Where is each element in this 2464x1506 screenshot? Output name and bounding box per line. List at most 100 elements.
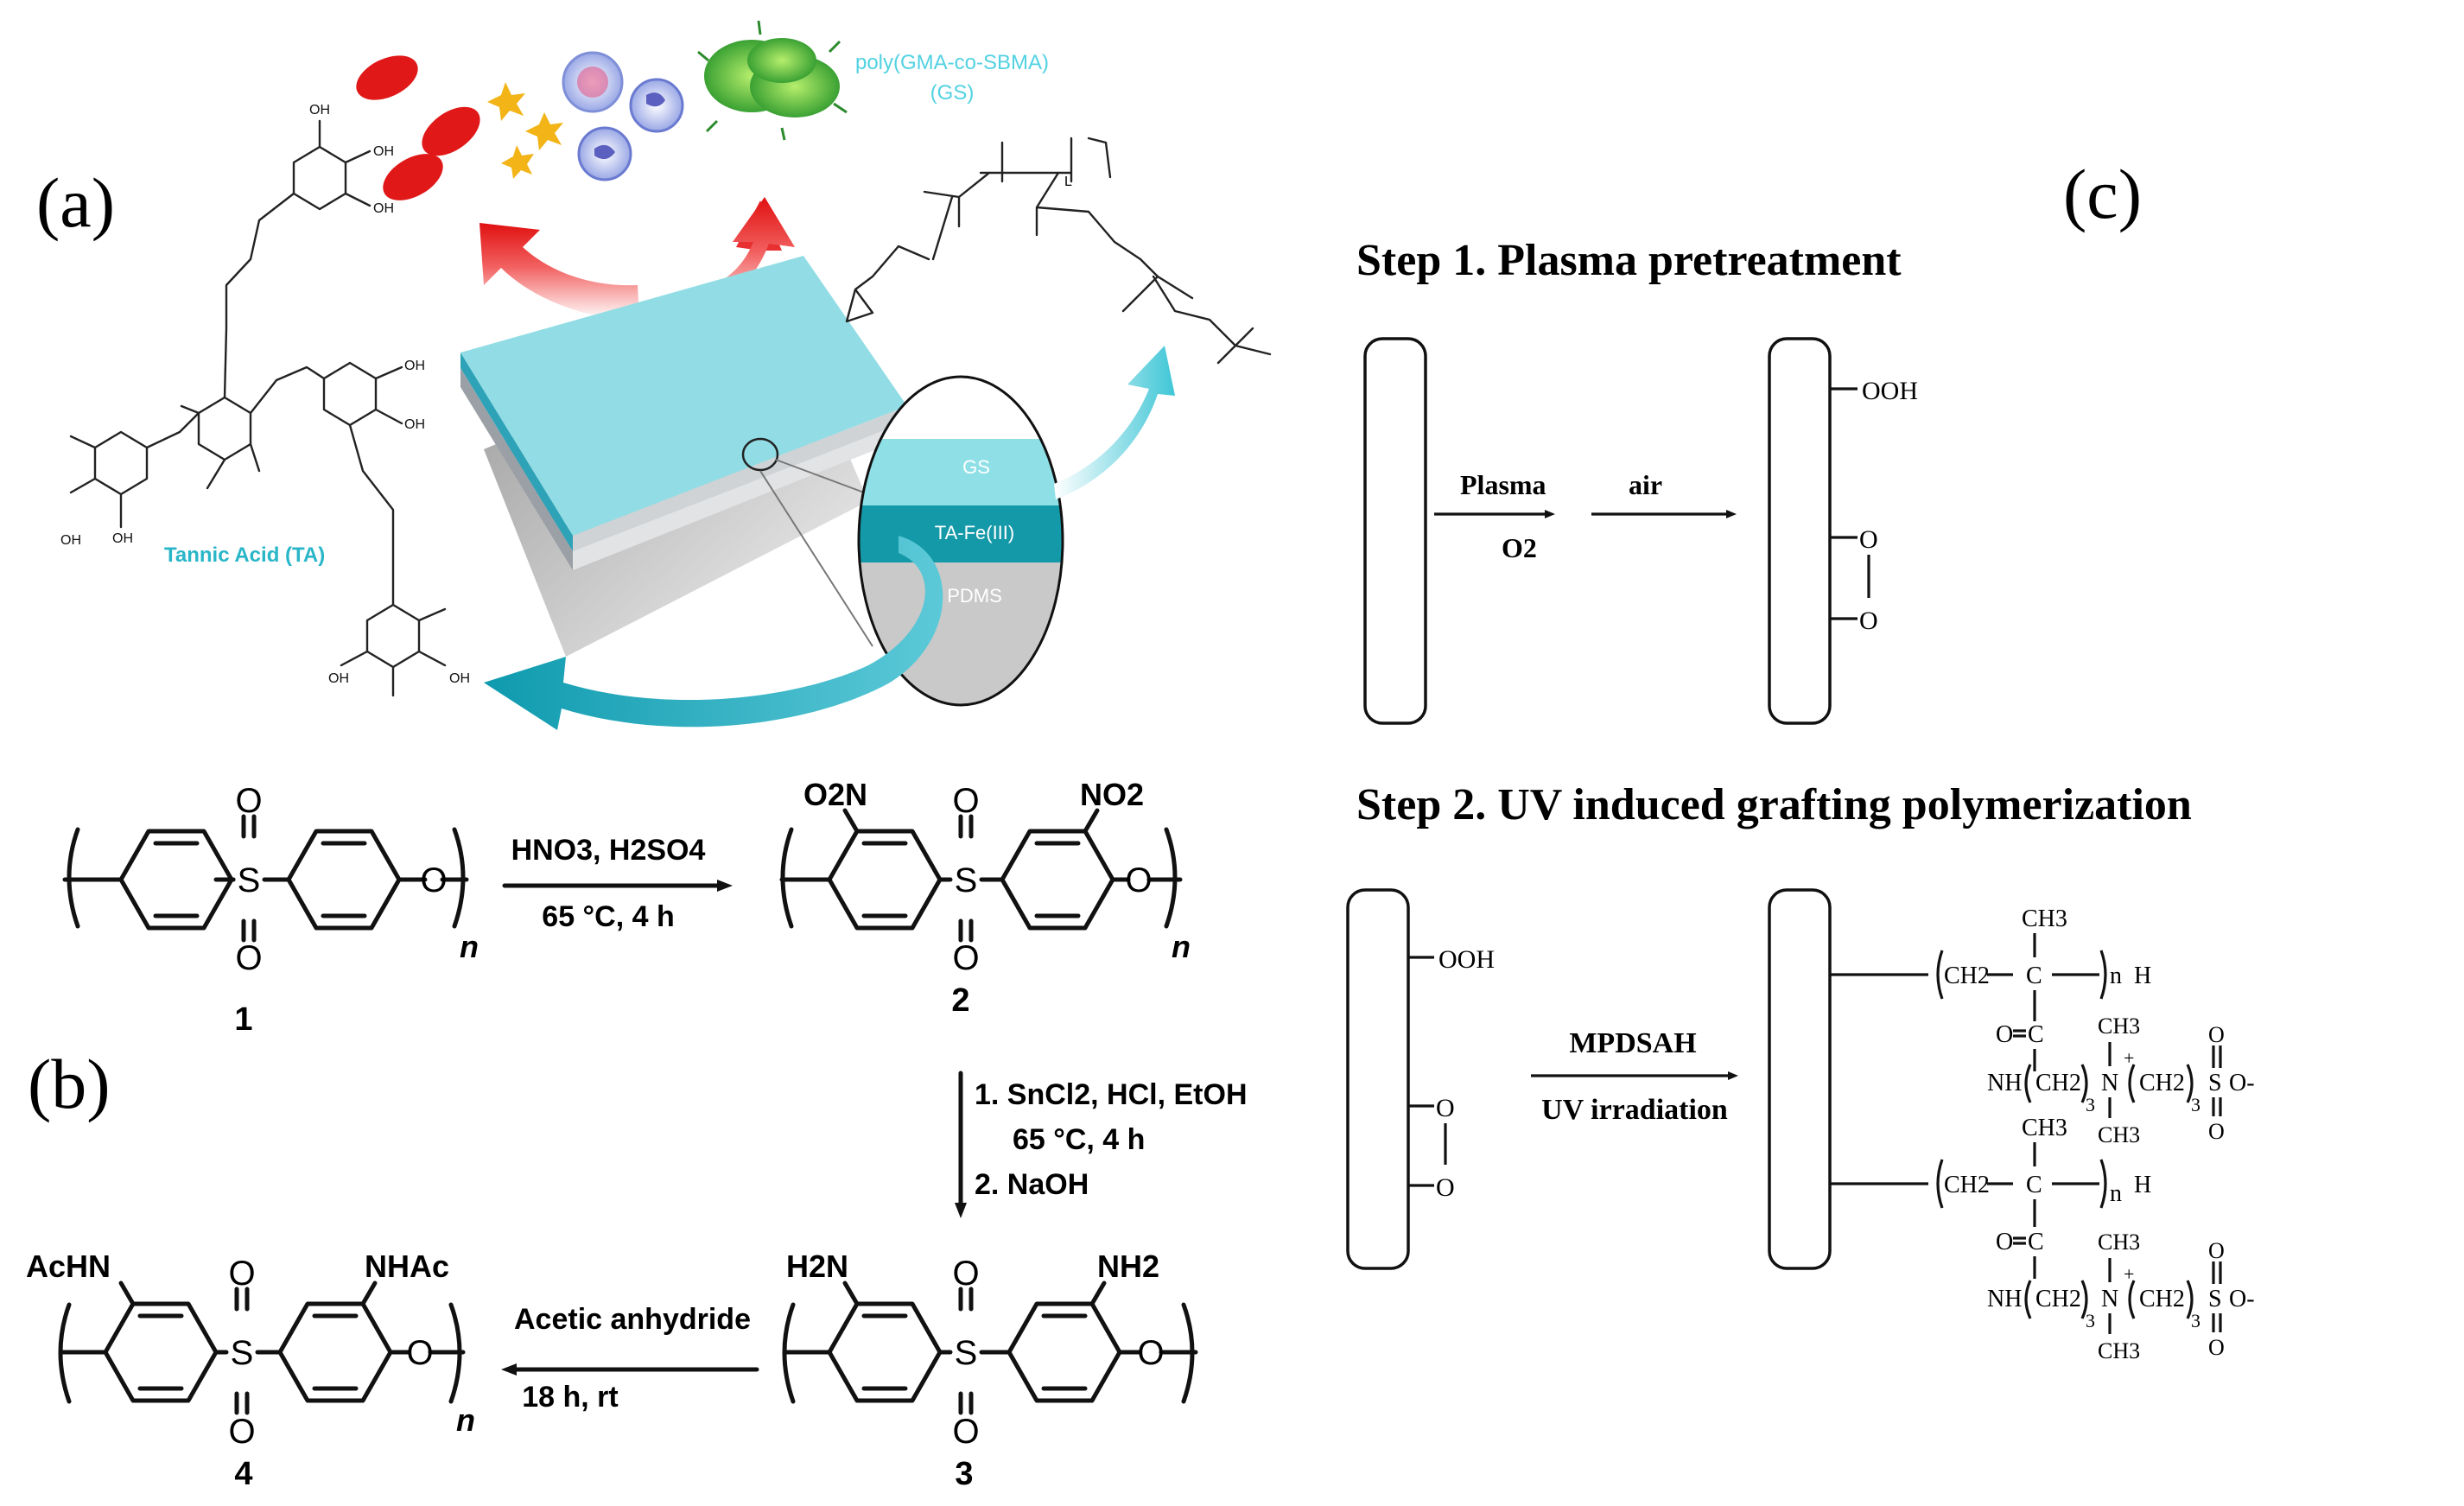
chain2-so-top: O [2208, 1238, 2225, 1263]
chain1-nme-bottom: CH3 [2098, 1122, 2140, 1147]
c3-o-bottom: O [952, 1413, 979, 1451]
chain2-ch2: CH2 [1944, 1172, 1990, 1198]
step2-line3: 2. NaOH [975, 1168, 1089, 1201]
polymer-abbrev: (GS) [930, 81, 975, 105]
tannic-acid-label: Tannic Acid (TA) [164, 543, 325, 567]
c1-o-ether: O [420, 861, 447, 899]
ta-oh-1: OH [309, 103, 330, 118]
compound-1-number: 1 [234, 1001, 252, 1038]
ta-oh-9: OH [449, 671, 470, 686]
compound-3-structure: S O O O H2N NH2 [782, 1249, 1198, 1451]
chain1-nplus: N [2101, 1070, 2118, 1096]
grafted-chain-2: CH2 C n H CH3 O C NH CH2 3 N + CH3 CH3 [1830, 1115, 2255, 1363]
arrow-1-to-2-head [717, 880, 733, 892]
panel-c: (c) Step 1. Plasma pretreatment Plasma O… [1346, 155, 2255, 1363]
air-label: air [1629, 469, 1662, 500]
panel-a: (a) [36, 20, 1272, 730]
zoom-line-bottom [759, 470, 873, 647]
ta-oh-2: OH [373, 144, 394, 159]
substrate-before-step1 [1363, 337, 1427, 725]
chain2-nme-bottom: CH3 [2098, 1338, 2140, 1363]
white-blood-cells-icon [562, 51, 684, 181]
c2-no2-left: O2N [803, 777, 867, 812]
compound-4-structure: S O O O AcHN NHAc n [26, 1249, 475, 1451]
s1-peroxide-o2: O [1859, 607, 1878, 635]
arrow-plasma-head [1545, 510, 1555, 518]
s2-ooh-label: OOH [1438, 945, 1495, 974]
c1-o-top: O [235, 782, 262, 820]
chain1-n: n [2110, 963, 2122, 989]
chain2-s: S [2208, 1286, 2222, 1312]
arrow-grafting-head [1728, 1071, 1738, 1080]
c4-s: S [231, 1334, 254, 1372]
layer-gs-label: GS [962, 456, 990, 478]
chain1-ch3-top: CH3 [2022, 906, 2067, 932]
red-blood-cells-icon [356, 55, 480, 200]
panel-c-label: (c) [2063, 155, 2142, 233]
chain1-h: H [2134, 963, 2151, 989]
c3-nh2-right: NH2 [1097, 1249, 1159, 1284]
chain1-o-minus: O- [2229, 1070, 2255, 1096]
chain1-plus: + [2124, 1047, 2134, 1069]
step3-conditions: 18 h, rt [522, 1381, 618, 1414]
chain2-so-bottom: O [2208, 1335, 2225, 1360]
grafted-chain-1: CH2 C n H CH3 O C NH CH2 3 N + CH3 CH3 [1830, 906, 2255, 1147]
c3-o-ether: O [1137, 1334, 1164, 1372]
arrow-2-to-3-head [955, 1203, 967, 1218]
chain2-sub3-b: 3 [2191, 1310, 2200, 1331]
reagent-label: MPDSAH [1569, 1027, 1696, 1059]
panel-a-label: (a) [36, 163, 115, 242]
chain1-nme-top: CH3 [2098, 1014, 2140, 1039]
red-repel-arrows-icon [479, 197, 795, 321]
c2-s: S [955, 861, 978, 899]
chain1-c2: C [2028, 1021, 2044, 1048]
platelets-icon [487, 82, 563, 179]
chain1-so-top: O [2208, 1022, 2225, 1047]
chain1-sub3-b: 3 [2191, 1094, 2200, 1115]
chain2-ch2-2: CH2 [2035, 1286, 2081, 1312]
ta-oh-4: OH [60, 533, 81, 548]
plasma-label: Plasma [1460, 469, 1546, 500]
c2-o-ether: O [1125, 861, 1152, 899]
c4-n: n [456, 1402, 475, 1438]
step2-line2: 65 °C, 4 h [1013, 1123, 1145, 1156]
chain2-o: O [1996, 1229, 2013, 1255]
chain2-nplus: N [2101, 1286, 2118, 1312]
c4-o-ether: O [406, 1334, 433, 1372]
step2-line1: 1. SnCl2, HCl, EtOH [975, 1078, 1248, 1111]
layer-pdms-label: PDMS [947, 585, 1002, 607]
compound-2-number: 2 [951, 982, 969, 1019]
chain1-c: C [2026, 963, 2042, 989]
step1-reagents: HNO3, H2SO4 [511, 834, 706, 867]
chain2-ch3-top: CH3 [2022, 1115, 2067, 1141]
c2-no2-right: NO2 [1080, 777, 1144, 812]
s1-peroxide-o1: O [1859, 525, 1878, 554]
c3-nh2-left: H2N [786, 1249, 848, 1284]
c2-n: n [1172, 929, 1191, 964]
compound-2-structure: S O O O O2N NO2 n [779, 777, 1191, 977]
ta-oh-6: OH [404, 359, 425, 373]
chain1-s: S [2208, 1070, 2222, 1096]
step3-reagent: Acetic anhydride [514, 1303, 751, 1336]
ta-oh-3: OH [373, 201, 394, 216]
chain2-c: C [2026, 1172, 2042, 1198]
chain1-so-bottom: O [2208, 1119, 2225, 1144]
substrate-grafted [1768, 888, 1832, 1270]
step2-title: Step 2. UV induced grafting polymerizati… [1356, 780, 2192, 829]
chain1-ch2-3: CH2 [2139, 1070, 2185, 1096]
c4-nhac-left: AcHN [26, 1249, 111, 1284]
gs-repeat-n: L [1064, 175, 1072, 189]
chain1-ch2: CH2 [1944, 963, 1990, 989]
c4-nhac-right: NHAc [365, 1249, 449, 1284]
step1-conditions: 65 °C, 4 h [542, 900, 674, 933]
teal-arrow-to-ta-icon [484, 536, 943, 730]
c1-s: S [238, 861, 261, 899]
chain1-o: O [1996, 1021, 2013, 1048]
chain2-h: H [2134, 1172, 2151, 1198]
gs-polymer-structure: L [845, 137, 1272, 365]
ta-oh-8: OH [328, 671, 349, 686]
s1-ooh-label: OOH [1862, 377, 1918, 405]
compound-3-number: 3 [955, 1456, 973, 1492]
